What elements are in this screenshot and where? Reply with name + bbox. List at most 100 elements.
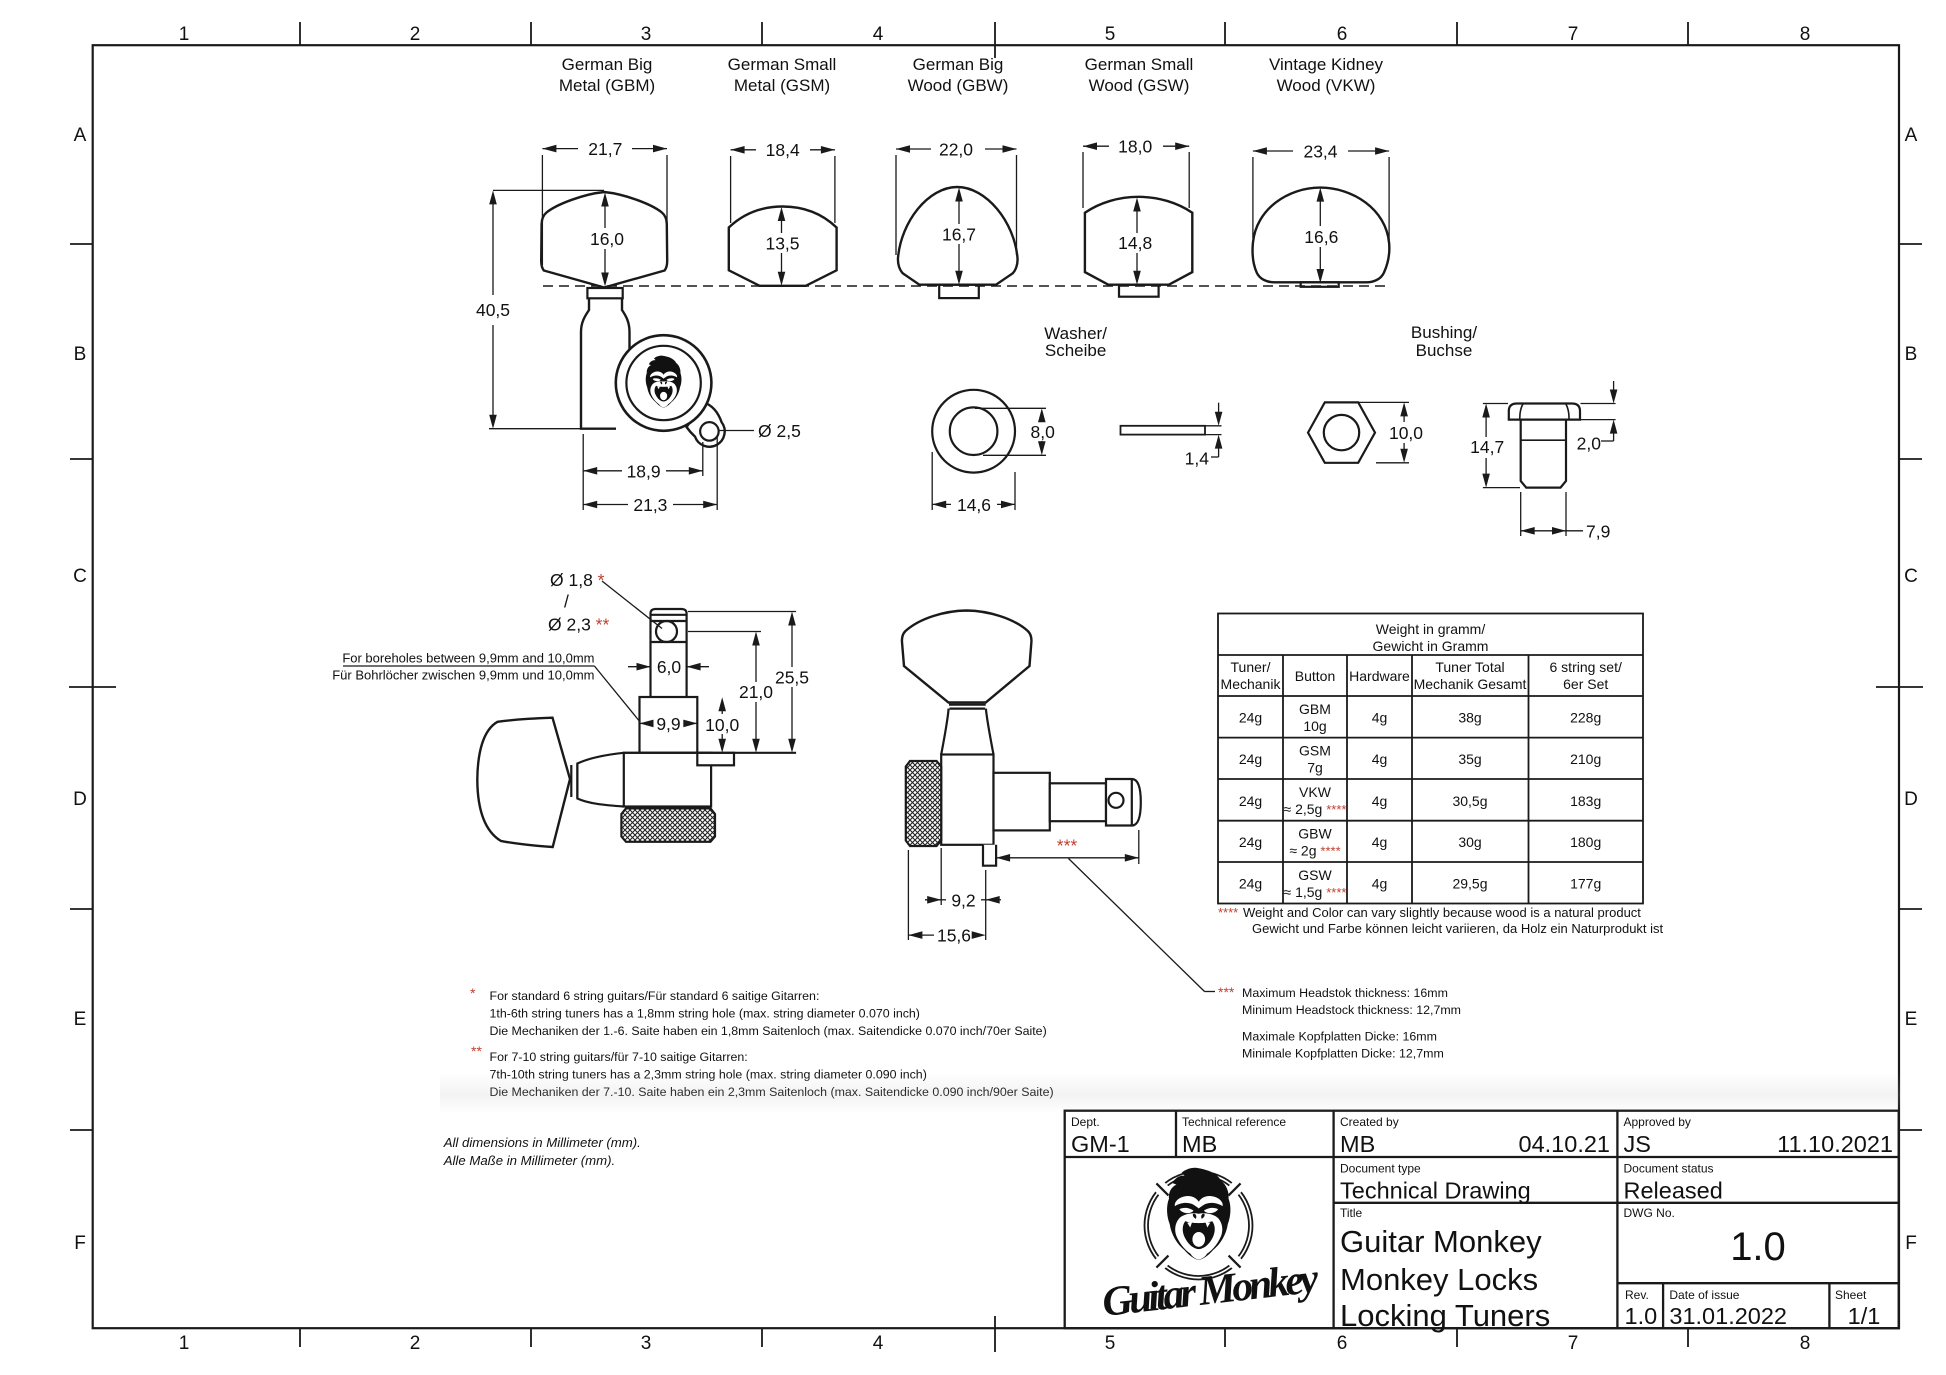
svg-text:Minimale Kopfplatten Dicke: 12: Minimale Kopfplatten Dicke: 12,7mm [1242, 1047, 1444, 1061]
svg-text:183g: 183g [1570, 793, 1601, 809]
svg-text:2: 2 [410, 24, 421, 45]
svg-text:Wood (VKW): Wood (VKW) [1277, 76, 1376, 95]
svg-text:13,5: 13,5 [765, 234, 799, 254]
svg-text:GSW: GSW [1298, 867, 1332, 883]
svg-text:D: D [1904, 789, 1918, 810]
svg-text:7,9: 7,9 [1586, 522, 1610, 542]
svg-text:1: 1 [179, 1333, 190, 1354]
svg-text:6: 6 [1337, 1333, 1348, 1354]
svg-text:**: ** [471, 1043, 482, 1059]
svg-text:For boreholes between 9,9mm an: For boreholes between 9,9mm and 10,0mm [342, 651, 594, 666]
svg-text:Washer/: Washer/ [1044, 324, 1107, 343]
svg-text:Rev.: Rev. [1625, 1288, 1649, 1302]
svg-text:Mechanik Gesamt: Mechanik Gesamt [1414, 676, 1527, 692]
svg-text:Sheet: Sheet [1835, 1288, 1867, 1302]
svg-text:5: 5 [1105, 24, 1116, 45]
svg-text:Ø 2,5: Ø 2,5 [758, 421, 801, 441]
svg-text:E: E [74, 1009, 87, 1030]
svg-text:Title: Title [1340, 1206, 1363, 1220]
svg-text:Technical Drawing: Technical Drawing [1340, 1178, 1531, 1204]
svg-text:16,7: 16,7 [942, 225, 976, 245]
svg-text:Locking Tuners: Locking Tuners [1340, 1298, 1550, 1333]
svg-text:F: F [74, 1233, 86, 1254]
svg-text:Dept.: Dept. [1071, 1115, 1100, 1129]
svg-text:16,6: 16,6 [1304, 227, 1338, 247]
svg-text:Technical reference: Technical reference [1182, 1115, 1286, 1129]
svg-text:210g: 210g [1570, 751, 1601, 767]
svg-text:29,5g: 29,5g [1452, 876, 1487, 892]
svg-text:Button: Button [1295, 668, 1335, 684]
svg-text:3: 3 [641, 24, 652, 45]
svg-text:4g: 4g [1372, 710, 1388, 726]
svg-text:Hardware: Hardware [1349, 668, 1410, 684]
svg-text:6er Set: 6er Set [1563, 676, 1608, 692]
svg-text:B: B [74, 344, 87, 365]
svg-text:1,4: 1,4 [1185, 449, 1210, 469]
svg-text:GBM: GBM [1299, 701, 1331, 717]
svg-text:A: A [74, 125, 87, 146]
svg-text:35g: 35g [1458, 751, 1481, 767]
svg-text:A: A [1905, 125, 1918, 146]
svg-text:Scheibe: Scheibe [1045, 341, 1106, 360]
svg-text:Tuner/: Tuner/ [1231, 659, 1271, 675]
svg-text:8: 8 [1800, 1333, 1811, 1354]
svg-text:4g: 4g [1372, 793, 1388, 809]
svg-text:For standard 6 string guitars/: For standard 6 string guitars/Für standa… [490, 989, 820, 1003]
svg-text:7g: 7g [1307, 760, 1323, 776]
svg-text:Minimum Headstock thickness: 1: Minimum Headstock thickness: 12,7mm [1242, 1003, 1461, 1017]
svg-text:Document status: Document status [1624, 1162, 1714, 1176]
svg-text:/: / [564, 592, 569, 612]
svg-text:Die Mechaniken der 1.-6. Saite: Die Mechaniken der 1.-6. Saite haben ein… [490, 1024, 1047, 1038]
svg-text:4g: 4g [1372, 751, 1388, 767]
svg-text:10g: 10g [1303, 718, 1326, 734]
svg-text:Ø 1,8 *: Ø 1,8 * [550, 570, 605, 590]
svg-text:18,4: 18,4 [766, 140, 800, 160]
svg-text:Für Bohrlöcher zwischen 9,9mm: Für Bohrlöcher zwischen 9,9mm und 10,0mm [332, 668, 594, 683]
svg-text:31.01.2022: 31.01.2022 [1669, 1303, 1787, 1329]
svg-text:Approved by: Approved by [1624, 1115, 1691, 1129]
svg-text:30g: 30g [1458, 834, 1481, 850]
svg-text:Guitar Monkey: Guitar Monkey [1340, 1224, 1542, 1259]
svg-text:GSM: GSM [1299, 743, 1331, 759]
svg-text:For 7-10 string guitars/für 7-: For 7-10 string guitars/für 7-10 saitige… [490, 1050, 748, 1064]
svg-text:9,9: 9,9 [656, 714, 680, 734]
svg-text:Released: Released [1624, 1178, 1723, 1204]
svg-text:Alle Maße in Millimeter (mm).: Alle Maße in Millimeter (mm). [443, 1153, 615, 1168]
svg-text:GM-1: GM-1 [1071, 1131, 1130, 1157]
svg-text:Guitar Monkey: Guitar Monkey [1100, 1256, 1321, 1326]
svg-text:5: 5 [1105, 1333, 1116, 1354]
svg-text:D: D [73, 789, 87, 810]
svg-text:25,5: 25,5 [775, 667, 809, 687]
svg-text:JS: JS [1624, 1131, 1651, 1157]
svg-text:10,0: 10,0 [1389, 423, 1423, 443]
svg-text:Maximum Headstok thickness: 16: Maximum Headstok thickness: 16mm [1242, 986, 1448, 1000]
svg-text:24g: 24g [1239, 793, 1262, 809]
svg-text:21,3: 21,3 [633, 495, 667, 515]
svg-text:Tuner Total: Tuner Total [1435, 659, 1504, 675]
svg-text:4: 4 [873, 24, 884, 45]
svg-text:German Big: German Big [562, 55, 653, 74]
svg-text:38g: 38g [1458, 710, 1481, 726]
svg-text:Vintage Kidney: Vintage Kidney [1269, 55, 1384, 74]
svg-text:14,6: 14,6 [957, 495, 991, 515]
svg-text:GBW: GBW [1298, 826, 1332, 842]
svg-text:24g: 24g [1239, 834, 1262, 850]
svg-text:MB: MB [1340, 1131, 1375, 1157]
svg-text:8: 8 [1800, 24, 1811, 45]
svg-text:Weight in gramm/: Weight in gramm/ [1376, 621, 1486, 637]
svg-text:C: C [73, 566, 87, 587]
svg-text:4: 4 [873, 1333, 884, 1354]
svg-text:C: C [1904, 566, 1918, 587]
svg-text:E: E [1905, 1009, 1918, 1030]
svg-text:****: **** [1218, 905, 1238, 920]
svg-text:B: B [1905, 344, 1918, 365]
svg-text:DWG No.: DWG No. [1624, 1206, 1675, 1220]
svg-text:21,0: 21,0 [739, 682, 773, 702]
svg-text:228g: 228g [1570, 710, 1601, 726]
svg-text:Ø 2,3 **: Ø 2,3 ** [548, 615, 609, 635]
svg-text:1.0: 1.0 [1730, 1225, 1786, 1269]
svg-text:Buchse: Buchse [1416, 341, 1473, 360]
svg-text:7: 7 [1568, 1333, 1579, 1354]
svg-text:MB: MB [1182, 1131, 1217, 1157]
svg-text:Created by: Created by [1340, 1115, 1399, 1129]
